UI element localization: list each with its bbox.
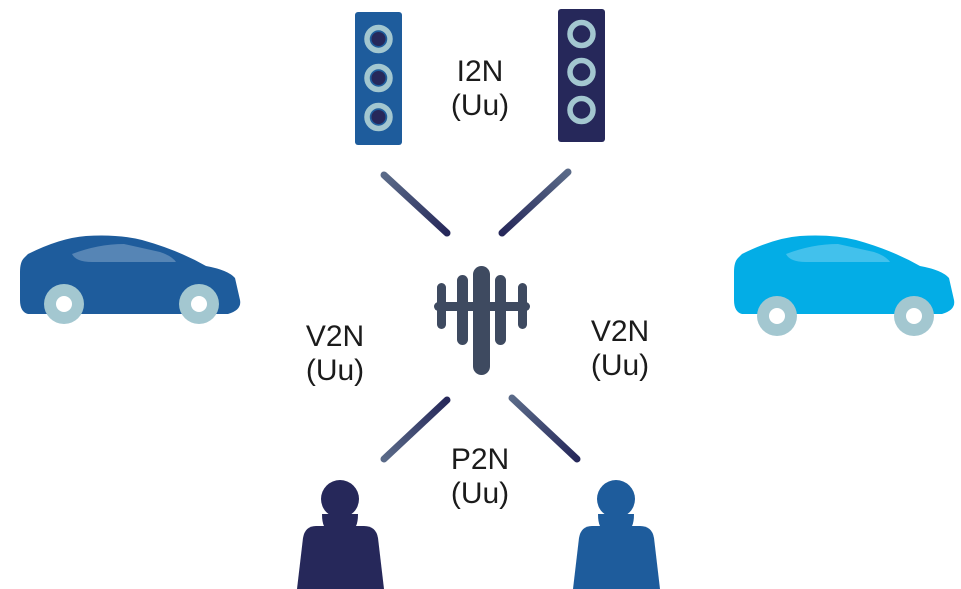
i2n-label: I2N (Uu): [440, 55, 520, 123]
v2n-left-label: V2N (Uu): [295, 320, 375, 388]
traffic-light-icon: [355, 12, 402, 145]
connection-lines: [275, 168, 685, 463]
p2n-link-type: P2N: [450, 443, 510, 476]
v2n-right-link-interface: (Uu): [590, 349, 650, 382]
v2n-right-link-type: V2N: [590, 315, 650, 348]
pedestrian-icon: [297, 480, 384, 589]
link-line-top-left: [380, 171, 451, 237]
v2n-left-link-type: V2N: [305, 320, 365, 353]
i2n-link-interface: (Uu): [450, 89, 510, 122]
car-icon: [734, 235, 955, 336]
traffic-light-icon: [558, 9, 605, 142]
link-line-bottom-right: [508, 394, 581, 463]
v2n-left-link-interface: (Uu): [305, 354, 365, 387]
p2n-label: P2N (Uu): [440, 443, 520, 511]
link-line-bottom-left: [380, 396, 451, 463]
i2n-link-type: I2N: [456, 55, 504, 88]
v2n-right-label: V2N (Uu): [580, 315, 660, 383]
car-icon: [20, 235, 241, 324]
p2n-link-interface: (Uu): [450, 477, 510, 510]
pedestrian-icon: [573, 480, 660, 589]
link-line-top-right: [498, 168, 572, 237]
cell-tower-icon: [434, 266, 530, 375]
